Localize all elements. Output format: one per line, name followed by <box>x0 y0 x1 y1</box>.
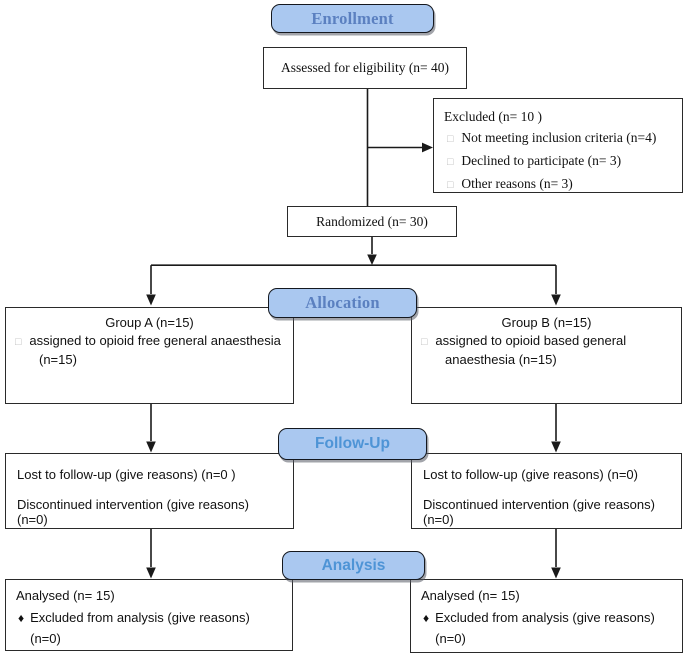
excluded-item-label: Other reasons (n= 3) <box>461 176 573 191</box>
followup-left-line1: Lost to follow-up (give reasons) (n=0 ) <box>17 467 236 482</box>
diamond-bullet-icon: ♦ <box>423 611 430 625</box>
analysis-left-title: Analysed (n= 15) <box>16 588 115 603</box>
square-bullet-icon: □ <box>15 336 22 348</box>
arrowhead-down-icon <box>146 441 156 453</box>
group-b-detail-label: assigned to opioid based general <box>435 333 627 348</box>
enrollment-header-label: Enrollment <box>311 8 394 28</box>
group-b-detail: □ assigned to opioid based general <box>412 332 681 351</box>
allocation-header: Allocation <box>268 288 417 318</box>
group-b-title: Group B (n=15) <box>501 315 592 330</box>
group-a-detail: □ assigned to opioid free general anaest… <box>6 332 293 351</box>
analysis-left-detail: ♦ Excluded from analysis (give reasons) … <box>16 607 284 649</box>
arrowhead-down-icon <box>146 567 156 579</box>
excluded-item: □ Declined to participate (n= 3) <box>444 150 674 173</box>
excluded-title: Excluded (n= 10 ) <box>444 109 542 124</box>
arrowhead-right-icon <box>422 142 433 153</box>
arrowhead-down-icon <box>551 294 561 306</box>
analysis-right-box: Analysed (n= 15) ♦ Excluded from analysi… <box>410 579 683 653</box>
excluded-item-label: Not meeting inclusion criteria (n=4) <box>461 130 657 145</box>
square-bullet-icon: □ <box>421 336 428 348</box>
allocation-header-label: Allocation <box>305 293 380 312</box>
followup-left-line2: Discontinued intervention (give reasons)… <box>17 497 249 527</box>
square-bullet-icon: □ <box>447 157 454 168</box>
arrowhead-down-icon <box>367 254 377 265</box>
assessed-box: Assessed for eligibility (n= 40) <box>263 47 467 89</box>
group-b-box: Group B (n=15) □ assigned to opioid base… <box>411 307 682 404</box>
group-a-detail-label: assigned to opioid free general anaesthe… <box>29 333 281 348</box>
arrowhead-down-icon <box>551 441 561 453</box>
arrowhead-down-icon <box>146 294 156 306</box>
followup-right-box: Lost to follow-up (give reasons) (n=0) D… <box>411 453 682 529</box>
square-bullet-icon: □ <box>447 180 454 191</box>
analysis-right-title: Analysed (n= 15) <box>421 588 520 603</box>
assessed-label: Assessed for eligibility (n= 40) <box>280 60 450 75</box>
followup-right-line2: Discontinued intervention (give reasons)… <box>423 497 655 527</box>
followup-right-line1: Lost to follow-up (give reasons) (n=0) <box>423 467 638 482</box>
enrollment-header: Enrollment <box>271 4 434 33</box>
group-a-title: Group A (n=15) <box>105 315 194 330</box>
analysis-header: Analysis <box>282 551 425 580</box>
analysis-right-detail-label: Excluded from analysis (give reasons) (n… <box>435 610 655 646</box>
randomized-box: Randomized (n= 30) <box>287 206 457 237</box>
followup-left-box: Lost to follow-up (give reasons) (n=0 ) … <box>5 453 294 529</box>
excluded-item: □ Other reasons (n= 3) <box>444 173 674 196</box>
square-bullet-icon: □ <box>447 134 454 145</box>
arrowhead-down-icon <box>551 567 561 579</box>
analysis-left-detail-label: Excluded from analysis (give reasons) (n… <box>30 610 250 646</box>
group-b-detail-cont: anaesthesia (n=15) <box>445 352 557 367</box>
analysis-left-box: Analysed (n= 15) ♦ Excluded from analysi… <box>5 579 293 651</box>
randomized-label: Randomized (n= 30) <box>316 213 428 229</box>
analysis-right-detail: ♦ Excluded from analysis (give reasons) … <box>421 607 674 649</box>
excluded-item-label: Declined to participate (n= 3) <box>461 153 622 168</box>
followup-header-label: Follow-Up <box>315 435 390 452</box>
excluded-box: Excluded (n= 10 ) □ Not meeting inclusio… <box>433 98 683 193</box>
excluded-item: □ Not meeting inclusion criteria (n=4) <box>444 127 674 150</box>
group-a-detail-cont: (n=15) <box>39 352 77 367</box>
analysis-header-label: Analysis <box>321 556 386 574</box>
followup-header: Follow-Up <box>278 428 427 460</box>
diamond-bullet-icon: ♦ <box>18 611 25 625</box>
group-a-box: Group A (n=15) □ assigned to opioid free… <box>5 307 294 404</box>
